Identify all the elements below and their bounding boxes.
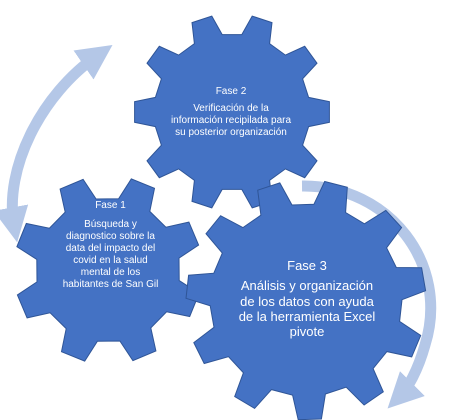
gear-fase-2 (134, 15, 330, 209)
fase-2-line-1: Verificación de la (193, 103, 269, 114)
fase-1-line-4: covid en la salud (73, 255, 148, 266)
fase-1-line-1: Búsqueda y (84, 219, 137, 230)
fase-2-line-2: información recipilada para (170, 115, 292, 126)
fase-2-title: Fase 2 (215, 86, 247, 97)
fase-1-line-2: diagnostico sobre la (66, 231, 155, 242)
fase-1-title: Fase 1 (95, 200, 126, 211)
cycle-arrow-right (301, 180, 437, 409)
fase-1-line-5: mental de los (80, 267, 141, 278)
fase-1-line-3: data del impacto del (65, 243, 156, 254)
fase-3-line-3: de la herramienta Excel (238, 308, 376, 324)
gear-fase-1 (16, 178, 200, 362)
fase-3-line-4: pivote (289, 324, 325, 340)
fase-1-line-6: habitantes de San Gil (62, 279, 159, 290)
cycle-arrow-left (0, 44, 113, 243)
gear-fase-3 (185, 180, 427, 420)
fase-3-title: Fase 3 (287, 258, 327, 273)
fase-2-line-3: su posterior organización (175, 127, 287, 138)
fase-1-text: Fase 1 Búsqueda y diagnostico sobre la d… (58, 200, 163, 291)
fase-3-text: Fase 3 Análisis y organización de los da… (232, 258, 382, 340)
fase-3-line-1: Análisis y organización (240, 278, 374, 294)
fase-2-text: Fase 2 Verificación de la información re… (166, 86, 296, 139)
fase-3-line-2: de los datos con ayuda (240, 293, 374, 309)
